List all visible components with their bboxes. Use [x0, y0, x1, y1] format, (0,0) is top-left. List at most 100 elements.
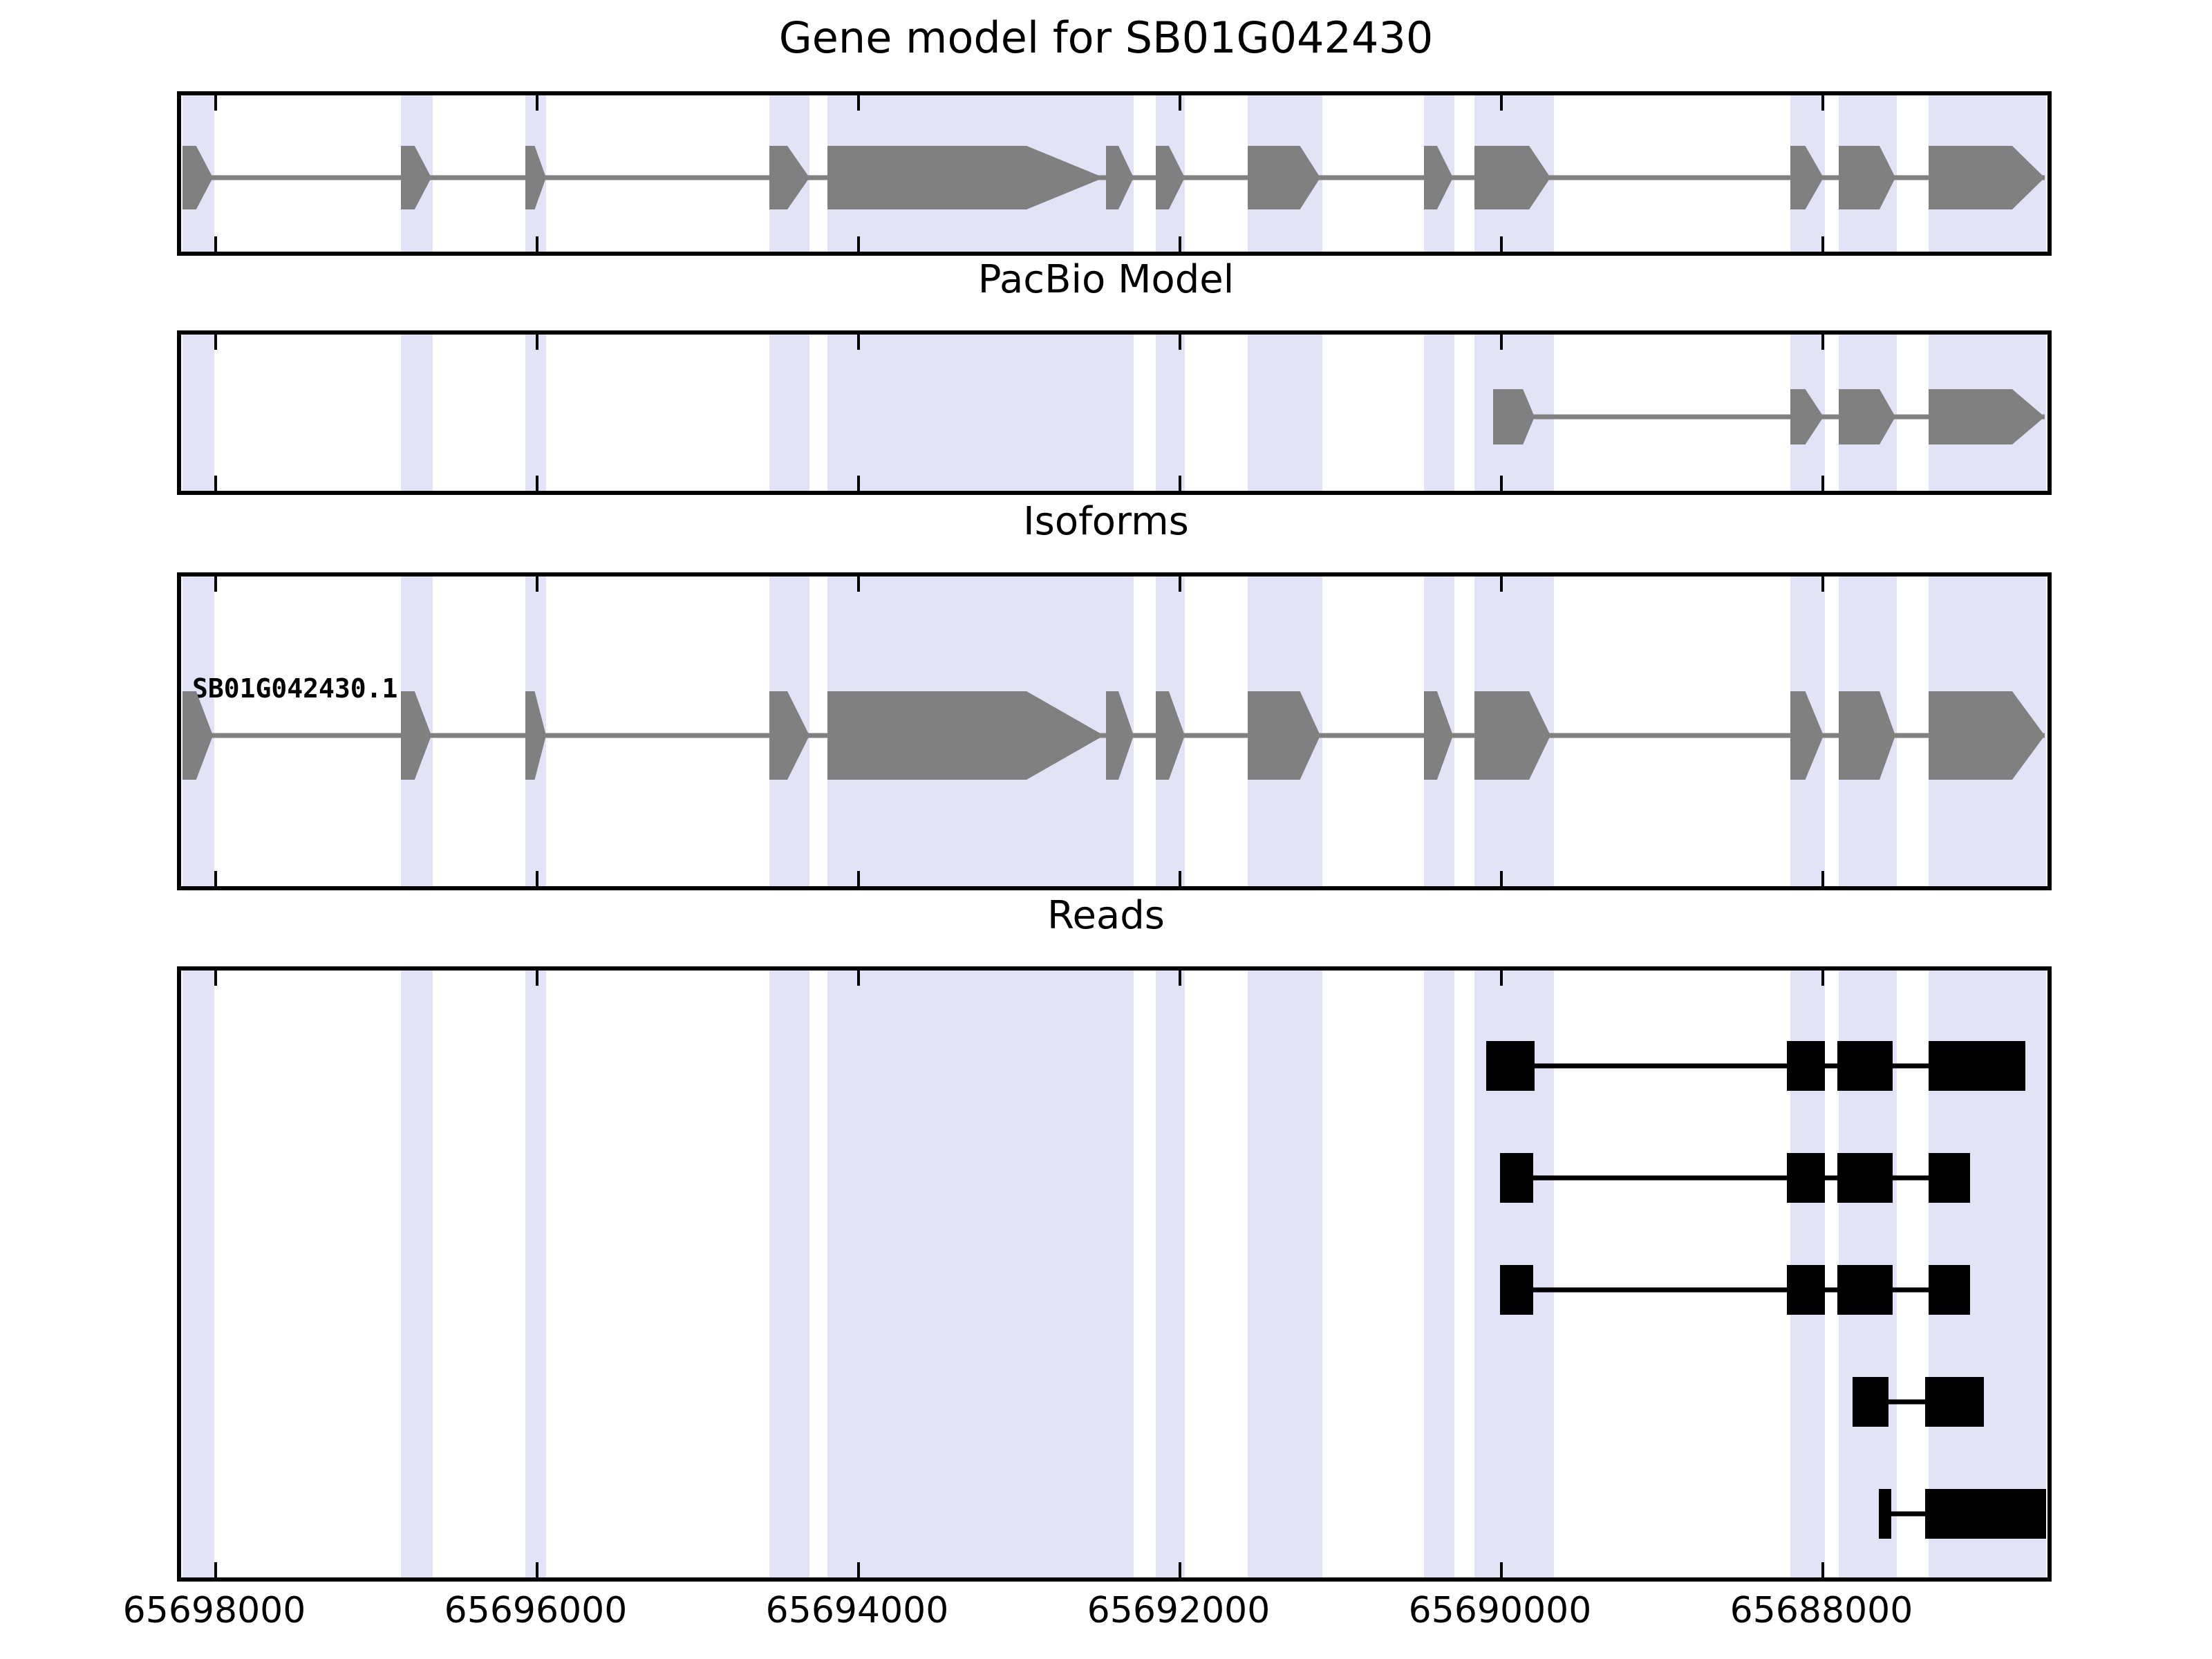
- x-tick-label: 65694000: [765, 1590, 949, 1631]
- highlight-band: [401, 335, 433, 491]
- highlight-band: [1424, 335, 1454, 491]
- tick-mark: [536, 95, 538, 111]
- tick-mark: [1821, 335, 1824, 350]
- highlight-band: [1156, 335, 1185, 491]
- read-block[interactable]: [1837, 1041, 1893, 1091]
- read-block[interactable]: [1837, 1153, 1893, 1203]
- tick-mark: [1500, 971, 1503, 986]
- panel-title-pacbio: PacBio Model: [977, 257, 1235, 302]
- tick-mark: [214, 236, 217, 252]
- read-block[interactable]: [1787, 1041, 1825, 1091]
- highlight-band: [769, 335, 809, 491]
- tick-mark: [536, 871, 538, 886]
- panel-pacbio-model[interactable]: [177, 330, 2052, 495]
- highlight-band: [401, 971, 433, 1577]
- x-tick-label: 65696000: [444, 1590, 628, 1631]
- tick-mark: [857, 577, 860, 592]
- tick-mark: [1179, 335, 1181, 350]
- read-block[interactable]: [1879, 1489, 1891, 1539]
- highlight-band: [1106, 335, 1134, 491]
- tick-mark: [1821, 236, 1824, 252]
- read-block[interactable]: [1500, 1265, 1533, 1315]
- read-intron-line: [1510, 1063, 1977, 1069]
- tick-mark: [857, 476, 860, 491]
- tick-mark: [857, 1562, 860, 1577]
- read-block[interactable]: [1486, 1041, 1535, 1091]
- tick-mark: [1500, 236, 1503, 252]
- tick-mark: [214, 335, 217, 350]
- intron-line: [1510, 414, 2045, 420]
- tick-mark: [857, 971, 860, 986]
- tick-mark: [857, 236, 860, 252]
- read-block[interactable]: [1929, 1265, 1970, 1315]
- tick-mark: [1500, 577, 1503, 592]
- read-intron-line: [1871, 1399, 1955, 1405]
- tick-mark: [1179, 577, 1181, 592]
- read-block[interactable]: [1837, 1265, 1893, 1315]
- tick-mark: [1500, 95, 1503, 111]
- tick-mark: [536, 476, 538, 491]
- tick-mark: [857, 871, 860, 886]
- read-block[interactable]: [1929, 1153, 1970, 1203]
- highlight-band: [1106, 971, 1134, 1577]
- tick-mark: [214, 971, 217, 986]
- tick-mark: [1821, 95, 1824, 111]
- tick-mark: [214, 1562, 217, 1577]
- page-title: Gene model for SB01G042430: [778, 12, 1434, 63]
- highlight-band: [1156, 971, 1185, 1577]
- tick-mark: [1179, 1562, 1181, 1577]
- highlight-band: [1248, 335, 1322, 491]
- read-block[interactable]: [1787, 1153, 1825, 1203]
- x-tick-label: 65688000: [1730, 1590, 1913, 1631]
- read-intron-line: [1517, 1287, 1949, 1293]
- tick-mark: [536, 971, 538, 986]
- panel-reads[interactable]: [177, 966, 2052, 1582]
- tick-mark: [1500, 335, 1503, 350]
- highlight-band: [827, 971, 1125, 1577]
- tick-mark: [536, 335, 538, 350]
- tick-mark: [1179, 95, 1181, 111]
- panel-title-reads: Reads: [1047, 893, 1165, 938]
- tick-mark: [1179, 236, 1181, 252]
- tick-mark: [1179, 871, 1181, 886]
- tick-mark: [214, 95, 217, 111]
- tick-mark: [214, 871, 217, 886]
- tick-mark: [214, 577, 217, 592]
- tick-mark: [1500, 476, 1503, 491]
- highlight-band: [182, 971, 214, 1577]
- highlight-band: [525, 335, 546, 491]
- tick-mark: [536, 577, 538, 592]
- tick-mark: [1179, 971, 1181, 986]
- isoform-label-1: SB01G042430.1: [192, 673, 398, 704]
- x-tick-label: 65698000: [122, 1590, 306, 1631]
- highlight-band: [827, 335, 1125, 491]
- tick-mark: [1179, 476, 1181, 491]
- tick-mark: [536, 1562, 538, 1577]
- highlight-band: [525, 971, 546, 1577]
- x-tick-label: 65692000: [1087, 1590, 1271, 1631]
- tick-mark: [1500, 1562, 1503, 1577]
- tick-mark: [214, 476, 217, 491]
- panel-title-isoforms: Isoforms: [1023, 499, 1189, 544]
- read-block[interactable]: [1853, 1377, 1888, 1427]
- highlight-band: [1424, 971, 1454, 1577]
- tick-mark: [536, 236, 538, 252]
- highlight-band: [769, 971, 809, 1577]
- tick-mark: [857, 335, 860, 350]
- highlight-band: [1248, 971, 1322, 1577]
- tick-mark: [1821, 971, 1824, 986]
- x-tick-label: 65690000: [1408, 1590, 1592, 1631]
- read-block[interactable]: [1925, 1489, 2046, 1539]
- tick-mark: [857, 95, 860, 111]
- read-block[interactable]: [1500, 1153, 1533, 1203]
- read-intron-line: [1517, 1175, 1949, 1181]
- read-block[interactable]: [1929, 1041, 2025, 1091]
- tick-mark: [1500, 871, 1503, 886]
- panel-isoforms[interactable]: SB01G042430.1: [177, 572, 2052, 890]
- highlight-band: [182, 335, 214, 491]
- read-block[interactable]: [1787, 1265, 1825, 1315]
- tick-mark: [1821, 1562, 1824, 1577]
- read-block[interactable]: [1925, 1377, 1984, 1427]
- panel-gene-model[interactable]: [177, 91, 2052, 256]
